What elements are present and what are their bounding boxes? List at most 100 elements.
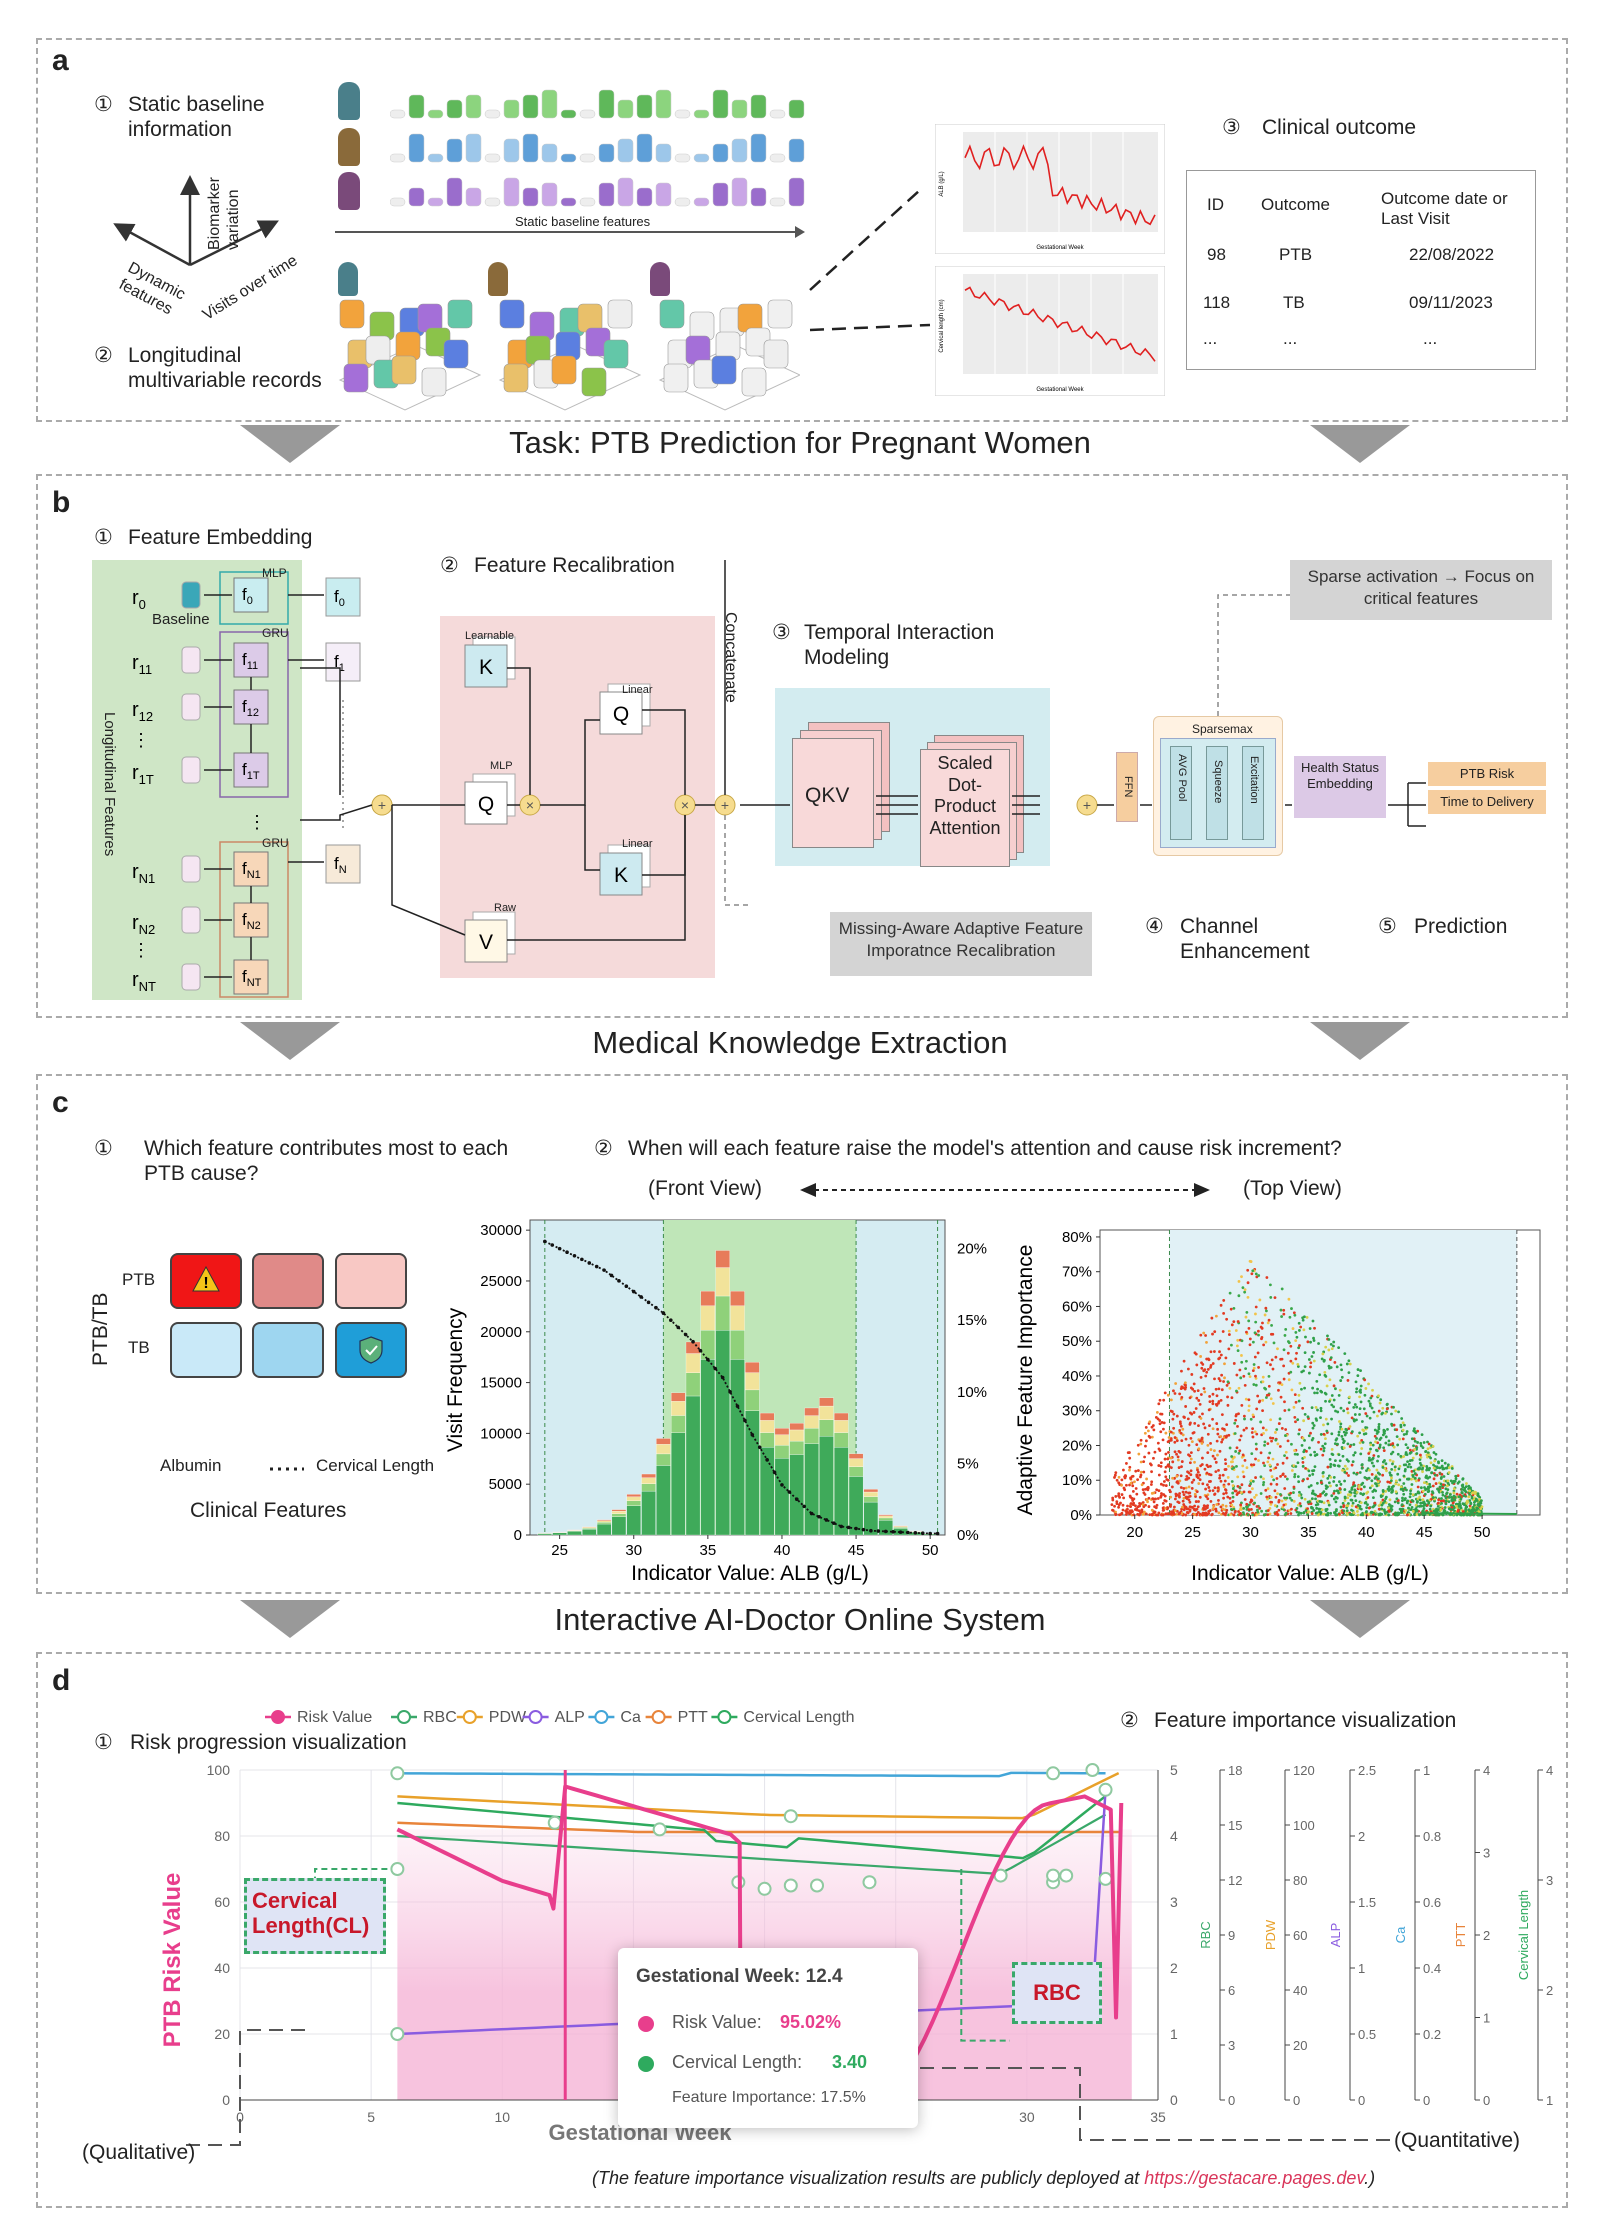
ellipsis: ⋮ [248, 812, 266, 832]
scatter-point [1341, 1468, 1344, 1472]
scatter-point [1479, 1510, 1483, 1514]
scatter-point [1263, 1464, 1267, 1467]
scatter-point [1288, 1315, 1292, 1319]
scatter-point [1308, 1446, 1311, 1450]
scatter-point [1312, 1351, 1315, 1354]
scatter-point [1353, 1484, 1357, 1488]
tick-label: 25 [1184, 1524, 1201, 1541]
scatter-point [1180, 1439, 1184, 1443]
scatter-point [1269, 1332, 1273, 1336]
scatter-point [1115, 1478, 1119, 1482]
tick-label: 3 [1170, 1894, 1178, 1910]
legend-marker [651, 1710, 666, 1724]
heat-cell-tb-2 [252, 1322, 324, 1378]
scatter-point [1232, 1455, 1236, 1459]
scatter-point [1311, 1426, 1315, 1430]
scatter-point [1350, 1416, 1354, 1420]
scatter-point [1360, 1420, 1364, 1423]
scatter-point [1392, 1423, 1396, 1427]
tick-label: 0 [514, 1527, 522, 1544]
static-feature-bar [617, 99, 634, 119]
data-cube [741, 367, 767, 397]
scatter-point [1209, 1500, 1213, 1503]
scatter-point [1176, 1455, 1180, 1459]
scatter-point [1454, 1477, 1458, 1481]
scatter-point [1244, 1315, 1248, 1319]
scatter-point [1269, 1500, 1273, 1504]
scatter-point [1150, 1480, 1154, 1484]
scatter-point [1316, 1513, 1320, 1517]
feature-embedding-num: ① [94, 526, 113, 549]
scatter-point [1419, 1453, 1422, 1457]
scatter-point [1421, 1446, 1425, 1450]
scatter-point [1309, 1484, 1313, 1487]
histogram-bar [863, 1496, 879, 1503]
tick-label: 9 [1228, 1928, 1235, 1943]
scatter-point [1320, 1390, 1324, 1394]
legend-marker [717, 1710, 732, 1724]
scatter-point [1441, 1493, 1445, 1497]
embedding-cube [325, 577, 361, 617]
scatter-point [1283, 1454, 1286, 1458]
histogram-bar [611, 1513, 627, 1517]
scatter-point [1213, 1350, 1216, 1353]
table-cell: TB [1283, 293, 1305, 312]
scatter-point [1243, 1384, 1247, 1387]
scatter-point [1368, 1416, 1372, 1420]
scatter-point [1367, 1399, 1371, 1403]
scatter-point [1274, 1438, 1278, 1442]
scatter-point [1166, 1512, 1170, 1515]
scatter-point [1328, 1457, 1332, 1461]
scatter-point [1222, 1311, 1226, 1315]
panel-b-label: b [52, 486, 71, 519]
scatter-point [1367, 1513, 1371, 1516]
scatter-point [1176, 1458, 1180, 1462]
feature-subscript: 12 [247, 707, 259, 719]
scatter-point [1234, 1489, 1238, 1493]
avg-pool-block [1170, 746, 1192, 840]
scatter-point [1114, 1495, 1118, 1498]
scatter-point [1307, 1371, 1311, 1375]
scatter-point [1281, 1473, 1285, 1477]
scatter-point [1438, 1466, 1442, 1470]
scatter-point [1407, 1462, 1411, 1466]
scatter-point [1131, 1490, 1135, 1493]
scatter-point [1378, 1401, 1382, 1405]
scatter-point [1289, 1370, 1293, 1374]
scatter-point [1240, 1354, 1243, 1357]
scatter-point [1265, 1393, 1269, 1397]
histogram-bar [848, 1466, 864, 1477]
scatter-point [1362, 1485, 1366, 1489]
scatter-point [1245, 1502, 1249, 1506]
scatter-point [1303, 1412, 1307, 1416]
scatter-point [1254, 1374, 1257, 1378]
scatter-point [1294, 1400, 1298, 1404]
scatter-point [1254, 1305, 1258, 1309]
tick-label: 0.6 [1423, 1895, 1441, 1910]
scatter-point [1182, 1359, 1186, 1363]
scatter-point [1324, 1437, 1327, 1441]
tick-label: 5000 [489, 1476, 522, 1493]
scatter-point [1412, 1427, 1416, 1431]
panel-a-label: a [52, 44, 69, 77]
tick-label: 1 [1423, 1763, 1430, 1778]
scatter-point [1319, 1447, 1323, 1451]
prediction-title: Prediction [1414, 915, 1508, 938]
scatter-point [1237, 1386, 1241, 1390]
scatter-point [1245, 1359, 1248, 1363]
series-point [898, 1530, 903, 1534]
scatter-point [1167, 1436, 1171, 1439]
scatter-point [1177, 1494, 1181, 1498]
data-cube [603, 339, 629, 369]
scatter-point [1150, 1435, 1154, 1439]
scatter-point [1417, 1491, 1421, 1495]
footnote-link[interactable]: https://gestacare.pages.dev [1144, 2168, 1365, 2188]
scatter-point [1241, 1286, 1245, 1290]
scatter-point [1202, 1331, 1206, 1335]
scatter-point [1442, 1483, 1445, 1487]
tick-label: 20 [1126, 1524, 1143, 1541]
channel-title: Channel Enhancement [1180, 915, 1310, 964]
scatter-point [1173, 1392, 1177, 1395]
scatter-point [1284, 1327, 1288, 1331]
